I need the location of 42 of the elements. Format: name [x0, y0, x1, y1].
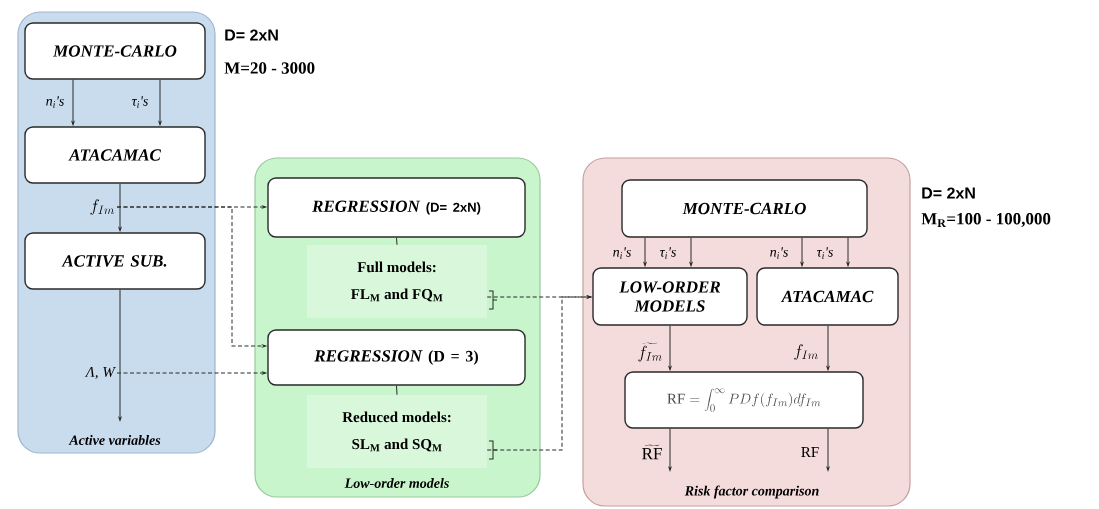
edge-label: τ$_{i}$'s: [132, 96, 148, 108]
process-box: MONTE-CARLO: [621, 179, 868, 238]
arrow: [800, 237, 804, 267]
variable-label: Λ, W: [84, 366, 116, 380]
edge-label: n$_{i}$'s: [613, 247, 631, 259]
edge-label: τ$_{i}$'s: [817, 247, 833, 259]
edge-label: $\widetilde{f_{Im}}$: [638, 342, 662, 362]
formula-box: $\mathrm{RF} = \int_0^\infty PDf(f_{Im})df_{Im}$: [624, 371, 864, 429]
arrow: [118, 289, 122, 421]
parameter-note: M=20 - 3000: [224, 62, 315, 74]
edge-label: n$_{i}$'s: [46, 96, 64, 108]
edge-label: n$_{i}$'s: [770, 247, 788, 259]
arrow: [668, 325, 672, 371]
process-box: REGRESSION (D = 3): [267, 329, 526, 386]
arrow: [116, 206, 267, 348]
edge-label: RF: [801, 447, 819, 457]
process-box: ATACAMAC: [756, 267, 899, 326]
process-box: LOW-ORDER MODELS: [592, 267, 748, 326]
arrow: [116, 371, 267, 375]
arrow: [668, 428, 672, 471]
process-box: REGRESSION (D= 2xN): [267, 177, 526, 238]
parameter-note: D= 2xN: [922, 187, 975, 199]
arrow: [486, 295, 592, 451]
model-list: Full models: FL$_{M}$ and FQ$_{M}$: [307, 245, 487, 318]
process-box: MONTE-CARLO: [24, 22, 206, 80]
parameter-note: D= 2xN: [225, 29, 278, 41]
variable-label: $f_{Im}$: [90, 199, 114, 215]
arrow: [689, 237, 693, 267]
arrow: [846, 237, 850, 267]
parameter-note: M$_{R}$=100 - 100,000: [921, 213, 1051, 227]
process-box: ATACAMAC: [24, 126, 206, 184]
arrow: [71, 79, 75, 126]
arrow: [643, 237, 647, 267]
arrow: [826, 428, 830, 471]
arrow: [826, 325, 830, 371]
process-box: ACTIVE SUB.: [24, 232, 206, 290]
edge-label: $f_{Im}$: [794, 344, 818, 360]
arrow: [118, 183, 122, 232]
edge-label: τ$_{i}$'s: [660, 247, 676, 259]
model-list: Reduced models: SL$_{M}$ and SQ$_{M}$: [307, 395, 487, 468]
arrow: [158, 79, 162, 126]
edge-label: $\widetilde{\mathrm{RF}}$: [642, 444, 662, 460]
